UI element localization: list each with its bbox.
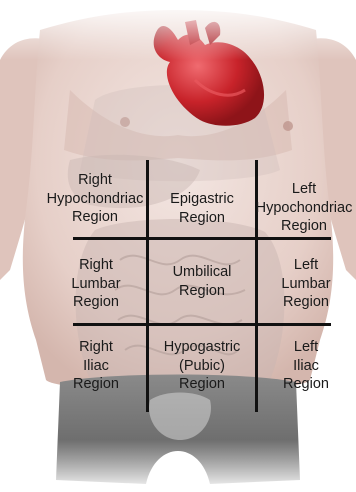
right-nipple <box>283 121 293 131</box>
upper-horizontal-line <box>73 237 331 240</box>
lower-horizontal-line <box>73 323 331 326</box>
hypogastric-label: Hypogastric(Pubic)Region <box>150 338 254 394</box>
